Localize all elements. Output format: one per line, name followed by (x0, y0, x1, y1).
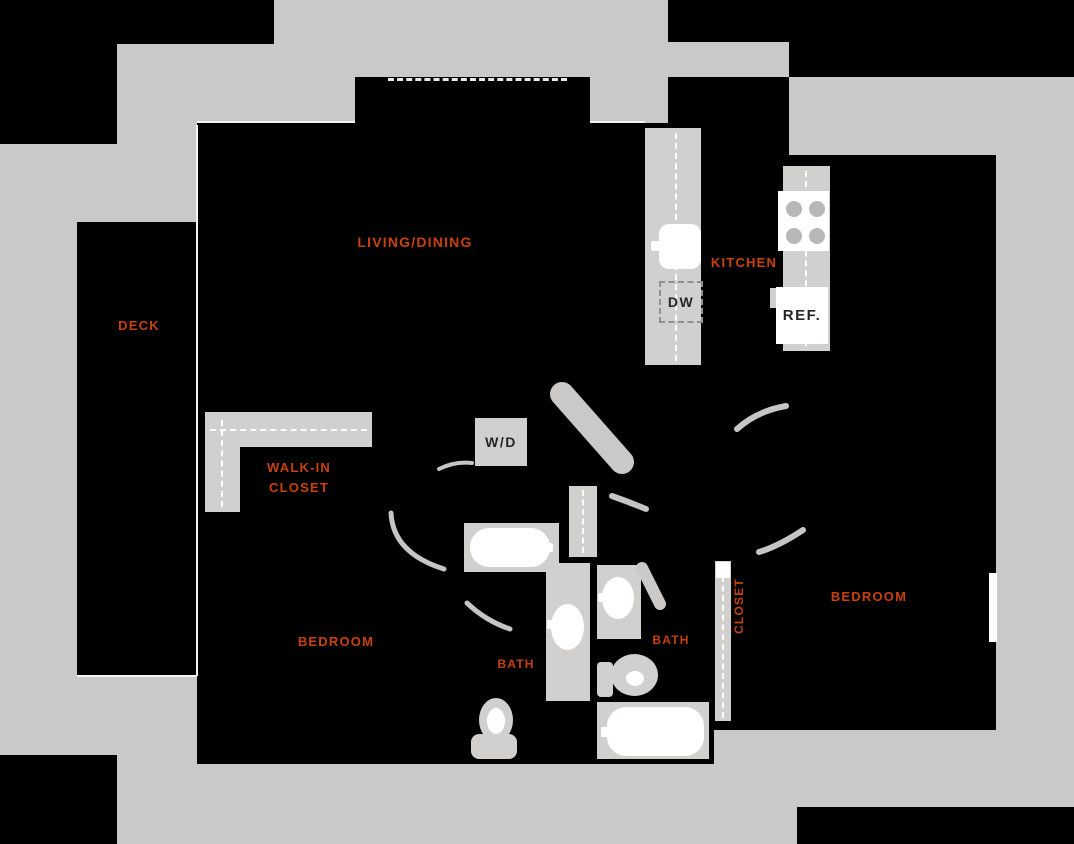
kitchen-sink (659, 224, 701, 269)
door-swing-arc (734, 403, 789, 432)
closet-door-centerline (722, 566, 724, 718)
deck-wall-line (196, 125, 198, 676)
room-label-bath-left: BATH (497, 657, 535, 671)
room-label-closet: CLOSET (732, 578, 746, 634)
stove (778, 191, 829, 251)
toilet-seat (626, 671, 644, 686)
walk-in-closet-line2: CLOSET (269, 480, 329, 496)
washer-dryer: W/D (475, 418, 527, 466)
room-label-bedroom-left: BEDROOM (297, 634, 375, 649)
toilet-seat (487, 708, 505, 734)
burner-icon (786, 201, 802, 217)
refrigerator-label: REF. (782, 307, 822, 324)
closet-rod-centerline (210, 429, 367, 431)
room-label-walk-in-closet: WALK-IN CLOSET (249, 458, 349, 498)
sink (602, 577, 634, 619)
building-mass (668, 42, 789, 77)
building-mass (590, 77, 668, 123)
bathtub (607, 707, 704, 756)
refrigerator: REF. (776, 287, 828, 344)
counter-centerline (805, 171, 807, 346)
room-label-bath-right: BATH (652, 633, 690, 647)
sink (551, 604, 584, 650)
building-mass (789, 77, 1074, 155)
bath-door-leaf (636, 562, 666, 610)
burner-icon (809, 228, 825, 244)
building-mass (197, 764, 797, 844)
building-mass (117, 123, 197, 144)
faucet-icon (651, 241, 663, 251)
toilet-tank (597, 662, 613, 697)
dishwasher-label: DW (667, 294, 695, 310)
room-label-kitchen: KITCHEN (710, 255, 778, 270)
building-mass (0, 222, 77, 755)
faucet-icon (598, 593, 607, 602)
door-swing-arc (609, 493, 649, 512)
faucet-icon (601, 727, 611, 737)
building-mass (996, 155, 1074, 733)
door-swing-arc (756, 527, 806, 555)
entry-door-leaf (550, 382, 634, 474)
washer-dryer-label: W/D (485, 434, 517, 450)
wall-centerline (582, 490, 584, 553)
building-mass (117, 44, 355, 123)
building-mass (0, 144, 197, 222)
burner-icon (786, 228, 802, 244)
deck-wall-line (77, 675, 197, 677)
window (989, 573, 997, 642)
door-swing-arc (388, 510, 447, 572)
faucet-icon (547, 620, 556, 629)
dishwasher: DW (659, 281, 703, 323)
building-mass (117, 755, 197, 844)
window (388, 78, 567, 81)
faucet-icon (543, 543, 553, 552)
bathtub (470, 528, 550, 567)
refrigerator-handle (770, 288, 778, 308)
room-label-deck: DECK (118, 318, 160, 333)
walk-in-closet-line1: WALK-IN (267, 460, 331, 475)
closet-rod-centerline (221, 420, 223, 507)
exterior-wall-line (197, 121, 355, 123)
door-swing-arc (464, 600, 513, 632)
room-label-living-dining: LIVING/DINING (357, 234, 473, 250)
room-label-bedroom-right: BEDROOM (830, 589, 908, 604)
door-swing-arc (437, 460, 474, 471)
burner-icon (809, 201, 825, 217)
building-mass (77, 676, 197, 755)
exterior-wall-line (590, 121, 645, 123)
